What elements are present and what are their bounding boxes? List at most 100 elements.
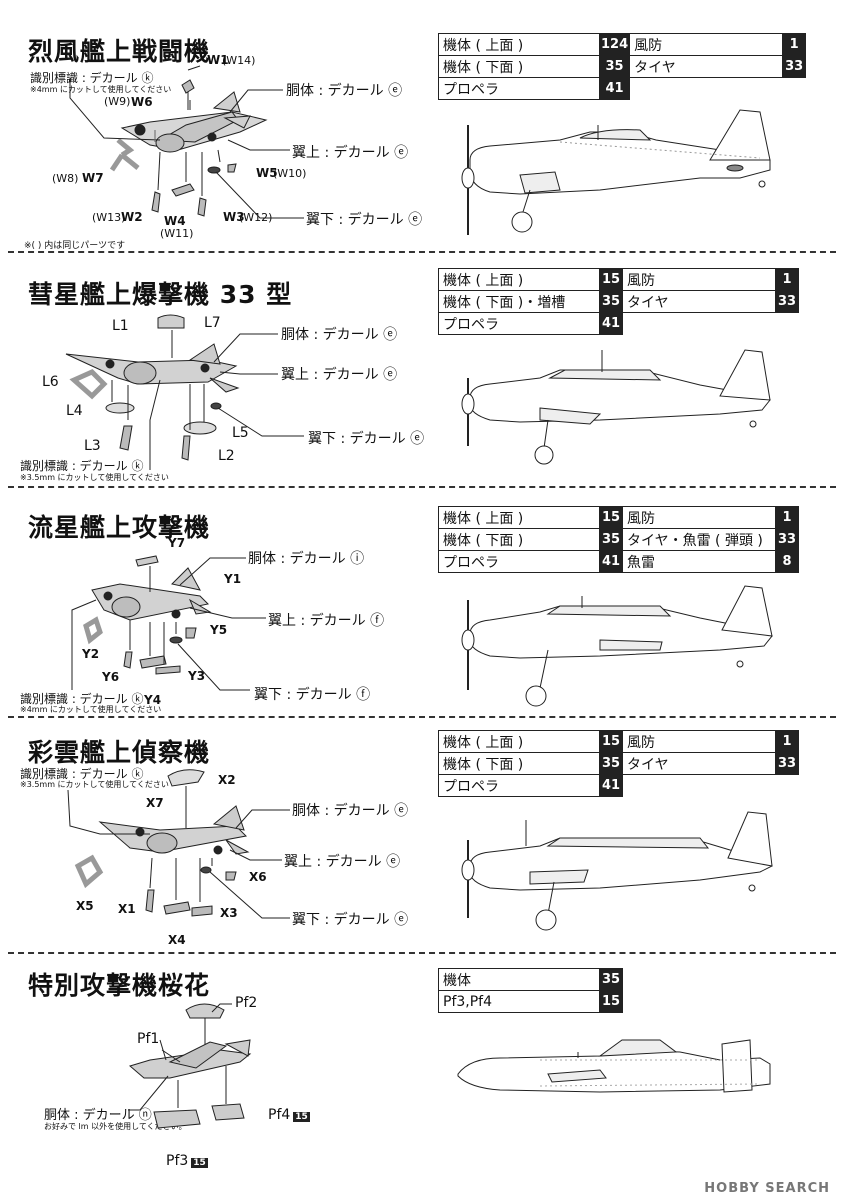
- part-label: W5: [256, 166, 278, 180]
- color-number: 35: [599, 528, 623, 551]
- color-number: 33: [782, 55, 807, 78]
- part-label: X5: [76, 899, 94, 913]
- fuselage-note: お好みで lm 以外を使用してください。: [44, 1122, 187, 1131]
- suisei-side-view: [461, 349, 771, 465]
- part-label: L5: [232, 425, 249, 441]
- part-label: Pf2: [235, 995, 258, 1011]
- marking-note: ※3.5mm にカットして使用してください: [20, 780, 169, 789]
- color-number: 1: [775, 268, 799, 291]
- part-label: Y4: [144, 693, 162, 707]
- part-label: X7: [146, 796, 164, 810]
- color-number: 41: [599, 550, 623, 573]
- color-label: 機体 ( 上面 ): [438, 730, 600, 753]
- color-label: プロペラ: [438, 774, 600, 797]
- part-label: (W14): [222, 54, 256, 67]
- callout-fuselage: 胴体 : デカール ⓘ: [248, 551, 365, 567]
- part-label: Y7: [168, 536, 186, 550]
- color-number: 41: [598, 77, 631, 100]
- callout-marking: 識別標識 : デカール ⓚ: [20, 459, 144, 473]
- color-label: 機体 ( 下面 ): [438, 528, 600, 551]
- part-label: (W12): [239, 211, 273, 224]
- color-label: 機体 ( 下面 ): [438, 55, 600, 78]
- callout-fuselage: 胴体 : デカール ⓝ: [44, 1108, 152, 1123]
- color-number: 41: [599, 774, 623, 797]
- color-label: プロペラ: [438, 550, 600, 573]
- part-label: W3: [223, 210, 245, 224]
- color-label: タイヤ: [622, 752, 776, 775]
- callout-marking: 識別標識 : デカール ⓚ: [30, 71, 154, 85]
- color-number: 41: [599, 312, 623, 335]
- color-number: 1: [782, 33, 807, 56]
- ohka-side-view: [457, 1039, 771, 1093]
- color-label: 風防: [622, 730, 776, 753]
- color-label: 機体 ( 上面 ): [438, 268, 600, 291]
- part-label: W7: [82, 171, 104, 185]
- part-label: L2: [218, 448, 235, 464]
- section-separator: [8, 716, 836, 718]
- callout-fuselage: 胴体 : デカール ⓔ: [286, 83, 403, 99]
- color-label: プロペラ: [438, 77, 600, 100]
- watermark: HOBBY SEARCH: [704, 1181, 830, 1196]
- part-label: Y2: [82, 647, 100, 661]
- callout-marking: 識別標識 : デカール ⓚ: [20, 767, 144, 781]
- color-chip: 15: [191, 1158, 208, 1168]
- color-number: 1: [775, 506, 799, 529]
- section-title-ryusei: 流星艦上攻撃機: [28, 513, 211, 542]
- part-label: L1: [112, 318, 129, 334]
- part-label: Y1: [224, 572, 242, 586]
- color-number: 8: [775, 550, 799, 573]
- part-label: Y6: [102, 670, 120, 684]
- part-label: L3: [84, 438, 101, 454]
- section-title-suisei: 彗星艦上爆撃機 33 型: [28, 280, 293, 309]
- callout-wing-bottom: 翼下 : デカール ⓔ: [306, 212, 423, 228]
- reppu-side-view: [461, 109, 771, 235]
- section-separator: [8, 486, 836, 488]
- ryusei-side-view: [461, 585, 773, 707]
- callout-wing-top: 翼上 : デカール ⓔ: [292, 145, 409, 161]
- color-number: 33: [775, 290, 799, 313]
- section-title-saiun: 彩雲艦上偵察機: [28, 738, 211, 767]
- color-number: 33: [775, 752, 799, 775]
- part-label: Pf3: [166, 1153, 189, 1169]
- part-label: L7: [204, 315, 221, 331]
- callout-fuselage: 胴体 : デカール ⓔ: [281, 327, 398, 343]
- part-label: L4: [66, 403, 83, 419]
- color-label: タイヤ: [629, 55, 784, 78]
- part-label: (W10): [273, 167, 307, 180]
- part-label: (W11): [160, 227, 194, 240]
- color-chip: 15: [293, 1112, 310, 1122]
- callout-wing-bottom: 翼下 : デカール ⓔ: [292, 912, 409, 928]
- section-separator: [8, 952, 836, 954]
- callout-marking: 識別標識 : デカール ⓚ: [20, 692, 144, 706]
- marking-note: ※4mm にカットして使用してください: [20, 705, 162, 714]
- color-number: 15: [599, 730, 623, 753]
- color-number: 35: [599, 968, 623, 991]
- callout-wing-top: 翼上 : デカール ⓔ: [284, 854, 401, 870]
- saiun-exploded-diagram: [67, 769, 290, 919]
- section-title-ohka: 特別攻撃機桜花: [28, 971, 211, 1000]
- color-number: 15: [599, 268, 623, 291]
- marking-note: ※4mm にカットして使用してください: [30, 85, 172, 94]
- color-label: 魚雷: [622, 550, 776, 573]
- color-number: 124: [598, 33, 631, 56]
- saiun-side-view: [461, 811, 773, 931]
- part-label: Pf1: [137, 1031, 160, 1047]
- callout-wing-top: 翼上 : デカール ⓕ: [268, 613, 385, 629]
- part-label: X1: [118, 902, 136, 916]
- section-title-reppu: 烈風艦上戦闘機: [28, 37, 211, 66]
- part-label: W2: [121, 210, 143, 224]
- part-label: L6: [42, 374, 59, 390]
- section-separator: [8, 251, 836, 253]
- marking-note: ※3.5mm にカットして使用してください: [20, 473, 169, 482]
- color-label: タイヤ: [622, 290, 776, 313]
- ryusei-exploded-diagram: [71, 555, 266, 691]
- callout-fuselage: 胴体 : デカール ⓔ: [292, 803, 409, 819]
- part-label: Y5: [210, 623, 228, 637]
- part-label: (W9): [104, 95, 131, 108]
- part-label: Y3: [188, 669, 206, 683]
